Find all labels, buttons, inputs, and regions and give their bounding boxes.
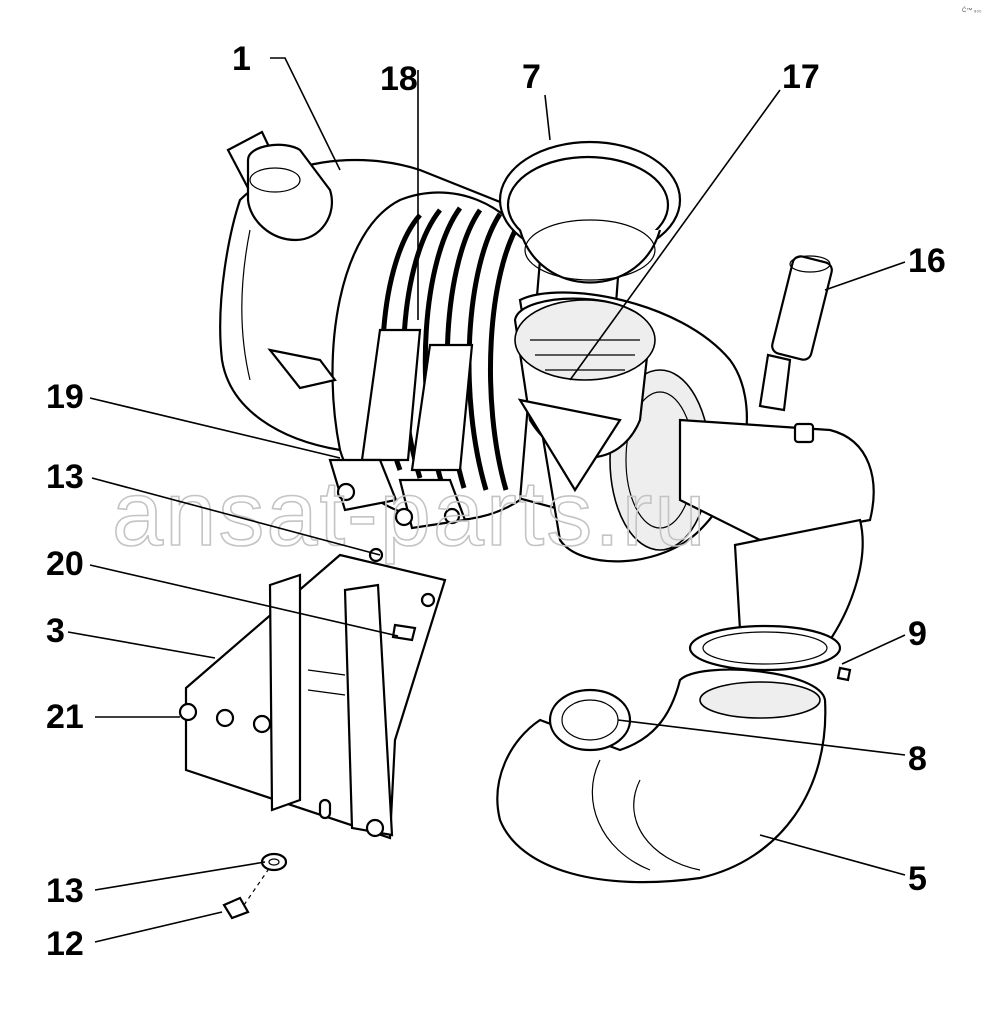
- callout-labels: 1 18 7 17 16 19 13 20 3 21 9 8 5 13 12: [46, 40, 946, 963]
- callout-13-bottom: 13: [46, 872, 84, 910]
- outlet-clamp-and-elbow: [496, 518, 864, 884]
- callout-18: 18: [380, 60, 418, 98]
- inlet-ring: [498, 140, 682, 284]
- callout-16: 16: [908, 242, 946, 280]
- watermark-text: ansat-parts.ru: [112, 463, 708, 565]
- restriction-sensor: [758, 255, 833, 444]
- callout-20: 20: [46, 545, 84, 583]
- leader-lines: [67, 57, 906, 943]
- callout-8: 8: [908, 740, 927, 778]
- corner-mark: Ć™ ₈₀₀: [962, 7, 982, 14]
- mounting-straps: [267, 328, 474, 530]
- callout-1: 1: [232, 40, 251, 78]
- callout-5: 5: [908, 860, 927, 898]
- callout-17: 17: [782, 58, 820, 96]
- air-cleaner-housing: [219, 130, 875, 563]
- mounting-bracket: [178, 547, 447, 840]
- callout-9: 9: [908, 615, 927, 653]
- callout-13-top: 13: [46, 458, 84, 496]
- callout-21: 21: [46, 698, 84, 736]
- callout-19: 19: [46, 378, 84, 416]
- callout-12: 12: [46, 925, 84, 963]
- callout-3: 3: [46, 612, 65, 650]
- callout-7: 7: [522, 58, 541, 96]
